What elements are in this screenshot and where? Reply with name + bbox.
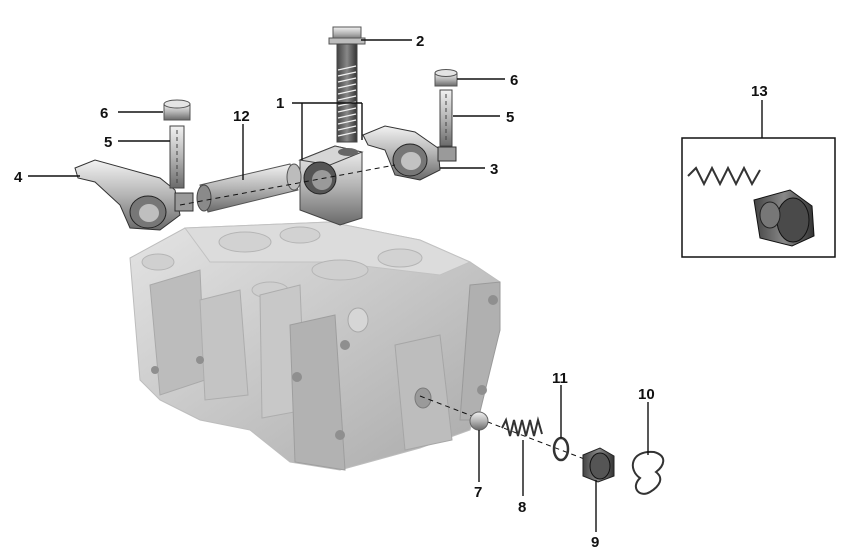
callout-4: 4 xyxy=(14,169,23,186)
callout-9: 9 xyxy=(591,534,599,551)
callout-10: 10 xyxy=(638,386,655,403)
rocker-shaft xyxy=(196,163,302,213)
callout-12: 12 xyxy=(233,108,250,125)
callout-7: 7 xyxy=(474,484,482,501)
callout-5-left: 5 xyxy=(104,134,112,151)
rocker-bracket xyxy=(298,145,364,226)
inset-detail-box xyxy=(681,137,836,258)
rocker-arm-left xyxy=(74,159,194,231)
callout-1: 1 xyxy=(276,95,284,112)
lock-nut-right xyxy=(434,69,458,87)
plug xyxy=(582,447,615,483)
adjusting-screw-right xyxy=(439,89,453,147)
cylinder-head xyxy=(129,221,501,471)
leader-1 xyxy=(292,102,363,160)
callout-3: 3 xyxy=(490,161,498,178)
shaft-axis-line xyxy=(179,164,396,206)
ball xyxy=(469,411,489,431)
callout-8: 8 xyxy=(518,499,526,516)
adjusting-screw-left xyxy=(169,125,185,189)
callout-6-right: 6 xyxy=(510,72,518,89)
bolt xyxy=(328,26,366,143)
lock-nut-left xyxy=(163,99,191,121)
callout-13: 13 xyxy=(751,83,768,100)
callout-11: 11 xyxy=(552,370,568,387)
callout-5-right: 5 xyxy=(506,109,514,126)
callout-2: 2 xyxy=(416,33,424,50)
retaining-clip xyxy=(631,450,665,495)
o-ring xyxy=(552,436,570,462)
callout-6-left: 6 xyxy=(100,105,108,122)
rocker-arm-right xyxy=(362,125,457,181)
spring xyxy=(501,416,543,437)
